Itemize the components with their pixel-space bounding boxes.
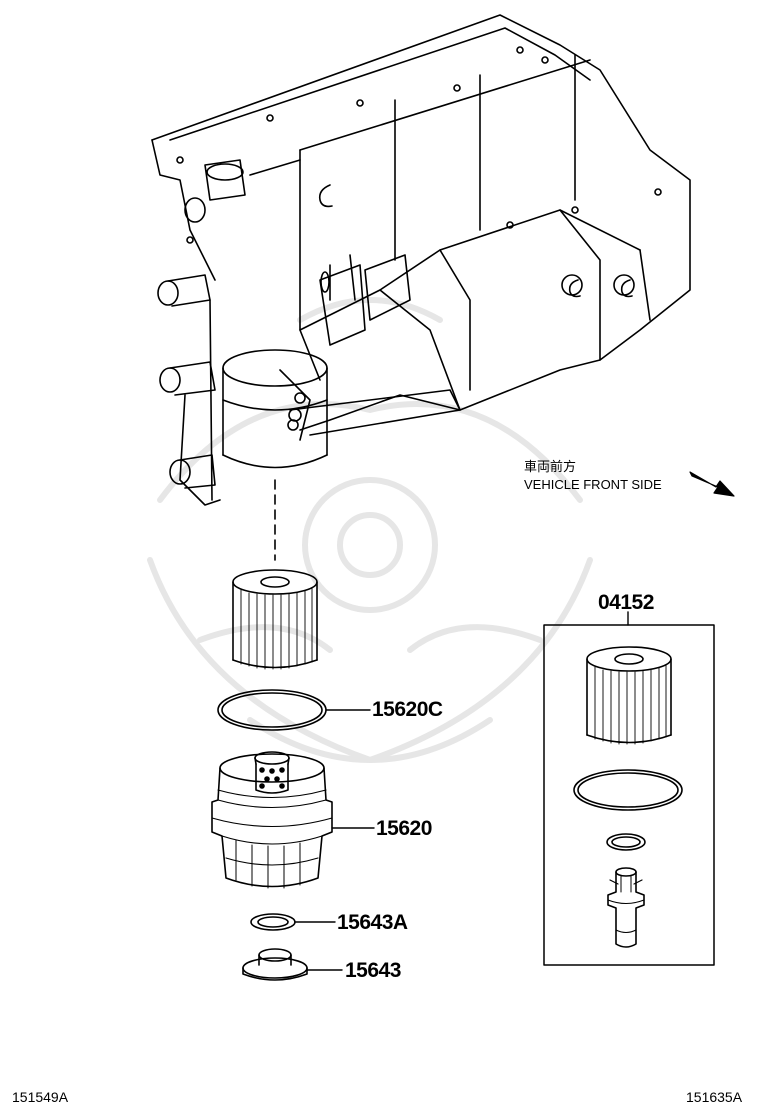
drain-plug-gasket — [250, 913, 336, 931]
part-number-15643[interactable]: 15643 — [345, 959, 401, 982]
vehicle-front-arrow-icon — [689, 471, 735, 497]
filter-cap — [211, 751, 375, 889]
filter-gasket — [217, 689, 371, 731]
kit-box — [543, 611, 715, 966]
part-number-04152[interactable]: 04152 — [598, 591, 654, 614]
figure-id-right: 151635A — [686, 1089, 743, 1105]
figure-id-left: 151549A — [12, 1089, 69, 1105]
drain-plug — [242, 948, 343, 981]
part-number-15620c[interactable]: 15620C — [372, 698, 443, 721]
direction-label-jp: 車両前方 — [524, 459, 577, 474]
part-number-15643a[interactable]: 15643A — [337, 911, 408, 934]
watermark-emblem — [147, 297, 593, 763]
part-number-15620[interactable]: 15620 — [376, 817, 432, 840]
oil-filter-element — [232, 569, 318, 670]
engine-block — [151, 14, 691, 506]
direction-label-en: VEHICLE FRONT SIDE — [524, 477, 662, 492]
